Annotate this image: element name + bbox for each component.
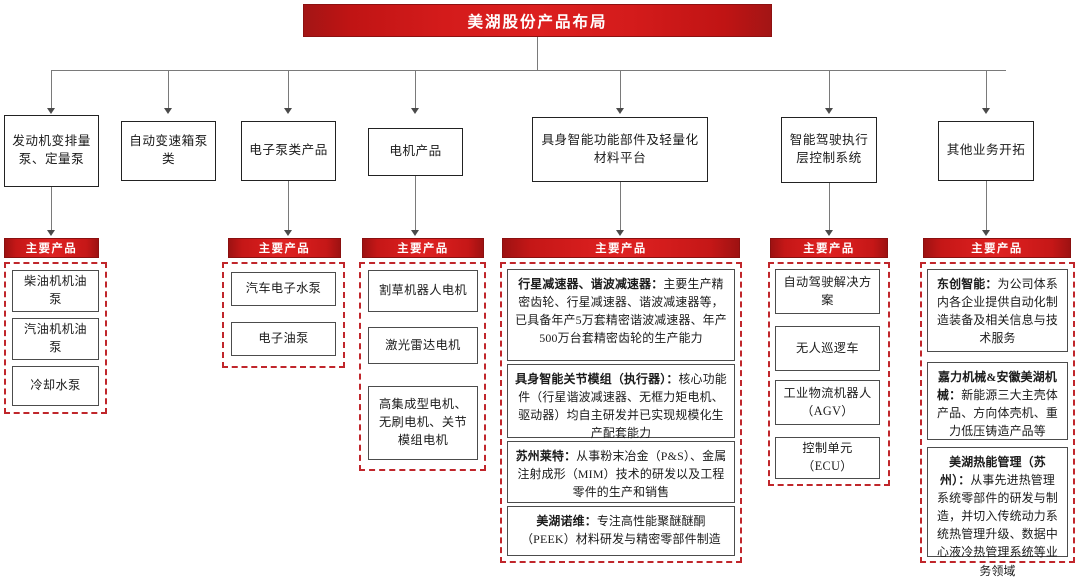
connector-drop-2 (168, 70, 169, 110)
product-lead: 行星减速器、谐波减速器： (518, 277, 664, 291)
main-products-bar-autonomous-driving-control: 主要产品 (770, 238, 888, 258)
arrow-head-3 (284, 108, 292, 114)
product-box[interactable]: 电子油泵 (231, 322, 336, 356)
diagram-canvas: 美湖股份产品布局 发动机变排量泵、定量泵 自动变速箱泵类 电子泵类产品 电机产品… (4, 4, 1075, 578)
connector-l1-to-bar-5 (620, 182, 621, 232)
main-products-bar-embodied-ai-platform: 主要产品 (502, 238, 740, 258)
product-body: 专注高性能聚醚醚酮（PEEK）材料研发与精密零部件制造 (521, 514, 721, 547)
main-products-bar-engine-pumps: 主要产品 (4, 238, 99, 258)
product-box[interactable]: 东创智能：为公司体系内各企业提供自动化制造装备及相关信息与技术服务 (927, 269, 1068, 352)
product-box[interactable]: 无人巡逻车 (775, 326, 880, 371)
product-lead: 苏州莱特： (515, 449, 577, 463)
connector-drop-7 (986, 70, 987, 110)
product-box[interactable]: 美湖诺维：专注高性能聚醚醚酮（PEEK）材料研发与精密零部件制造 (507, 506, 735, 556)
product-box[interactable]: 汽车电子水泵 (231, 272, 336, 306)
connector-bus (51, 70, 1006, 71)
arrow-head-bar-6 (825, 230, 833, 236)
main-products-bar-other-business: 主要产品 (923, 238, 1071, 258)
category-box-motor-products[interactable]: 电机产品 (368, 128, 463, 176)
arrow-head-bar-5 (616, 230, 624, 236)
connector-drop-4 (415, 70, 416, 110)
product-group-electronic-pumps (222, 262, 345, 368)
product-box[interactable]: 柴油机机油泵 (12, 270, 99, 312)
connector-l1-to-bar-3 (288, 181, 289, 232)
category-box-auto-transmission-pumps[interactable]: 自动变速箱泵类 (121, 121, 216, 181)
product-box[interactable]: 美湖热能管理（苏州）：从事先进热管理系统零部件的研发与制造，并切入传统动力系统热… (927, 447, 1068, 578)
product-group-motor-products (359, 262, 486, 471)
product-box[interactable]: 冷却水泵 (12, 366, 99, 406)
product-body: 主要生产精密齿轮、行星减速器、谐波减速器等，已具备年产5万套精密谐波减速器、年产… (515, 277, 727, 346)
product-box[interactable]: 苏州莱特：从事粉末冶金（P&S）、金属注射成形（MIM）技术的研发以及工程零件的… (507, 441, 735, 503)
category-box-autonomous-driving-control[interactable]: 智能驾驶执行层控制系统 (781, 117, 877, 183)
product-box[interactable]: 高集成型电机、无刷电机、关节模组电机 (368, 386, 478, 460)
main-products-bar-electronic-pumps: 主要产品 (228, 238, 341, 258)
arrow-head-bar-1 (47, 230, 55, 236)
connector-l1-to-bar-6 (829, 183, 830, 232)
product-lead: 具身智能关节模组（执行器）： (515, 372, 679, 386)
connector-drop-1 (51, 70, 52, 110)
product-box[interactable]: 嘉力机械&安徽美湖机械：新能源三大主壳体产品、方向体壳机、重力低压铸造产品等 (927, 362, 1068, 440)
product-lead: 美湖诺维： (536, 514, 597, 528)
connector-drop-3 (288, 70, 289, 110)
product-group-other-business (920, 262, 1075, 563)
connector-drop-6 (829, 70, 830, 110)
category-box-electronic-pumps[interactable]: 电子泵类产品 (241, 121, 336, 181)
product-box[interactable]: 行星减速器、谐波减速器：主要生产精密齿轮、行星减速器、谐波减速器等，已具备年产5… (507, 269, 735, 361)
product-box[interactable]: 具身智能关节模组（执行器）：核心功能件（行星谐波减速器、无框力矩电机、驱动器）均… (507, 364, 735, 441)
connector-l1-to-bar-4 (415, 176, 416, 232)
main-products-bar-motor-products: 主要产品 (362, 238, 484, 258)
product-box[interactable]: 割草机器人电机 (368, 270, 478, 312)
category-box-other-business[interactable]: 其他业务开拓 (938, 121, 1034, 181)
connector-drop-5 (620, 70, 621, 110)
arrow-head-7 (982, 108, 990, 114)
product-box[interactable]: 汽油机机油泵 (12, 318, 99, 360)
arrow-head-4 (411, 108, 419, 114)
product-box[interactable]: 自动驾驶解决方案 (775, 269, 880, 314)
arrow-head-6 (825, 108, 833, 114)
product-group-embodied-ai-platform (500, 262, 742, 563)
category-box-embodied-ai-platform[interactable]: 具身智能功能部件及轻量化材料平台 (532, 117, 708, 182)
connector-l1-to-bar-1 (51, 187, 52, 232)
product-box[interactable]: 工业物流机器人（AGV） (775, 380, 880, 425)
arrow-head-5 (616, 108, 624, 114)
arrow-head-1 (47, 108, 55, 114)
product-lead: 嘉力机械&安徽美湖机械： (937, 370, 1057, 403)
page-title: 美湖股份产品布局 (303, 4, 772, 37)
category-box-engine-pumps[interactable]: 发动机变排量泵、定量泵 (4, 115, 99, 187)
product-body: 为公司体系内各企业提供自动化制造装备及相关信息与技术服务 (937, 277, 1058, 346)
product-body: 从事先进热管理系统零部件的研发与制造，并切入传统动力系统热管理升级、数据中心液冷… (937, 473, 1058, 578)
product-box[interactable]: 控制单元（ECU） (775, 437, 880, 479)
arrow-head-bar-7 (982, 230, 990, 236)
arrow-head-2 (164, 108, 172, 114)
product-group-engine-pumps (4, 262, 107, 414)
product-body: 新能源三大主壳体产品、方向体壳机、重力低压铸造产品等 (937, 388, 1058, 439)
product-box[interactable]: 激光雷达电机 (368, 327, 478, 364)
product-lead: 美湖热能管理（苏州）： (940, 455, 1046, 488)
arrow-head-bar-3 (284, 230, 292, 236)
connector-root-stem (537, 37, 538, 70)
arrow-head-bar-4 (411, 230, 419, 236)
product-lead: 东创智能： (937, 277, 998, 291)
product-body: 从事粉末冶金（P&S）、金属注射成形（MIM）技术的研发以及工程零件的生产和销售 (517, 449, 727, 500)
product-group-autonomous-driving-control (768, 262, 890, 486)
connector-l1-to-bar-7 (986, 181, 987, 232)
product-body: 核心功能件（行星谐波减速器、无框力矩电机、驱动器）均自主研发并已实现规模化生产配… (518, 372, 727, 441)
